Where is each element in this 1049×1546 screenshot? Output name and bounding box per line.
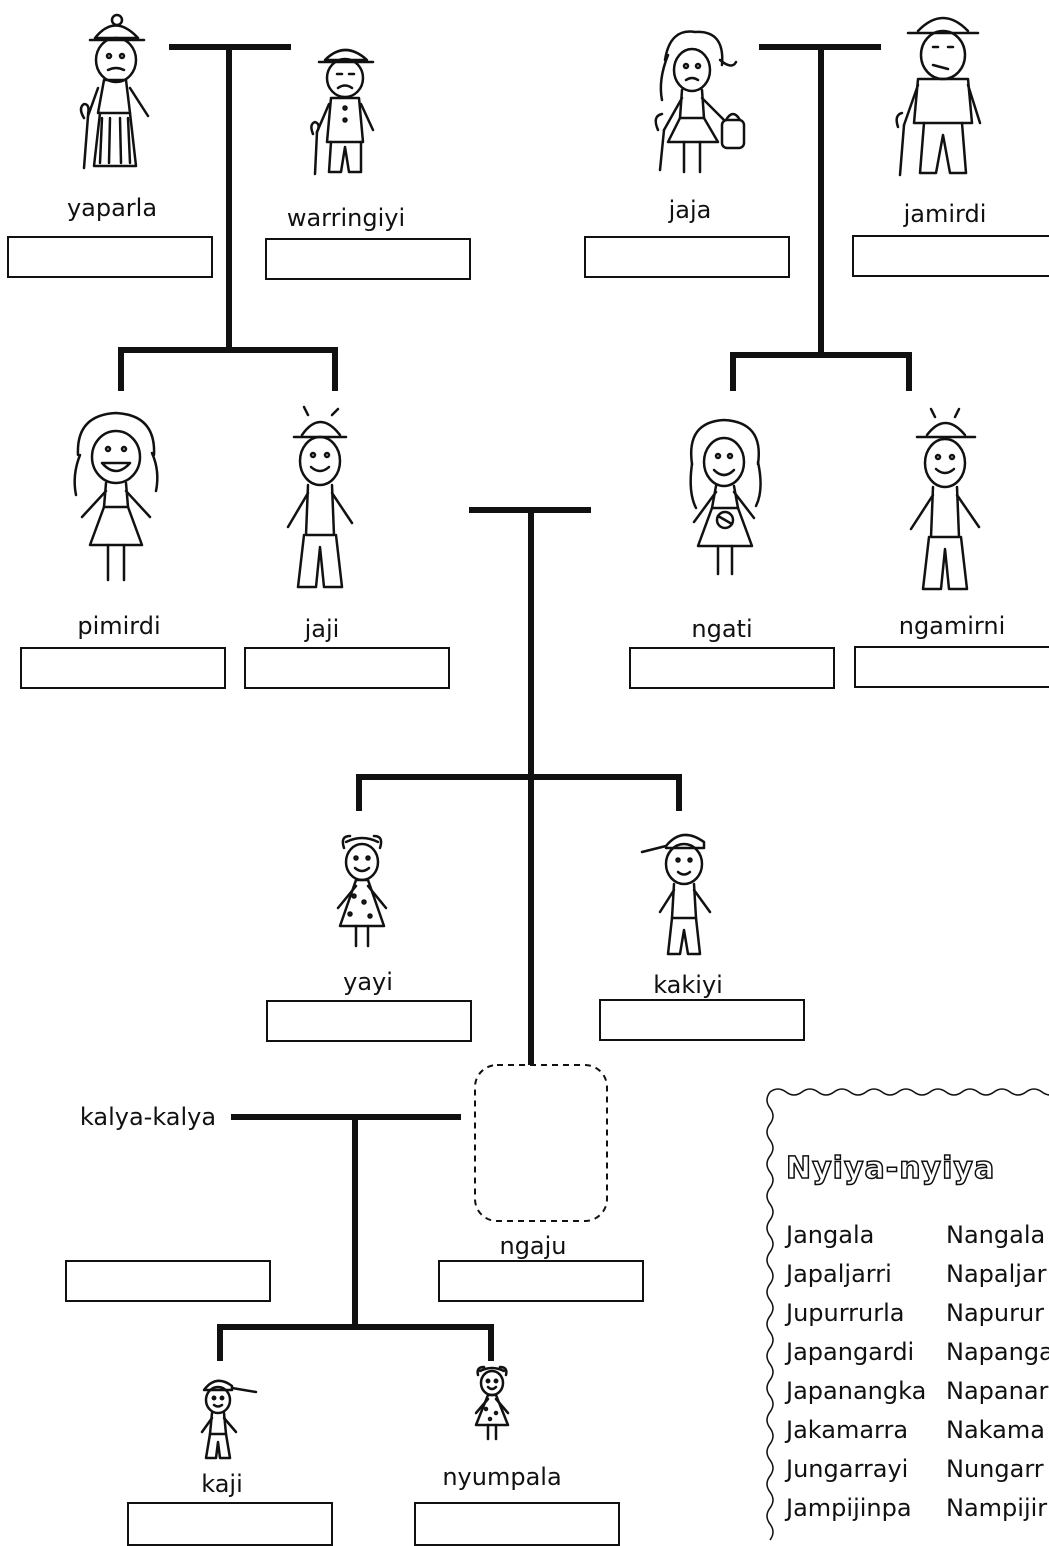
baby-boy-icon [190, 1372, 262, 1460]
label-yayi: yayi [343, 968, 393, 996]
label-nyumpala: nyumpala [442, 1463, 562, 1491]
label-jamirdi: jamirdi [903, 200, 987, 228]
female-item: Napanar [946, 1377, 1049, 1405]
label-ngamirni: ngamirni [898, 612, 1006, 640]
answer-box-kakiyi[interactable] [599, 999, 805, 1041]
label-jaja: jaja [668, 196, 712, 224]
answer-box-kalya-kalya[interactable] [65, 1260, 271, 1302]
female-item: Nakama [946, 1416, 1045, 1444]
self-placeholder [474, 1064, 608, 1222]
female-item: Napanga [946, 1338, 1049, 1366]
baby-girl-icon [470, 1365, 514, 1443]
answer-box-jamirdi[interactable] [852, 235, 1049, 277]
label-jaji: jaji [304, 615, 340, 643]
answer-box-warringiyi[interactable] [265, 238, 471, 280]
male-item: Jampijinpa [786, 1494, 912, 1522]
answer-box-nyumpala[interactable] [414, 1502, 620, 1546]
male-item: Jangala [786, 1221, 875, 1249]
grandfather-icon [305, 32, 385, 177]
male-item: Jakamarra [786, 1416, 909, 1444]
grandfather-icon [888, 5, 998, 180]
answer-box-kaji[interactable] [127, 1502, 333, 1546]
boy-icon [905, 405, 985, 591]
answer-box-jaja[interactable] [584, 236, 790, 278]
answer-box-ngati[interactable] [629, 647, 835, 689]
label-kalya-kalya: kalya-kalya [79, 1103, 217, 1131]
answer-box-ngamirni[interactable] [854, 646, 1049, 688]
label-ngati: ngati [691, 615, 753, 643]
boy-icon [280, 405, 360, 590]
male-item: Jungarrayi [786, 1455, 909, 1483]
girl-icon [680, 412, 770, 577]
label-pimirdi: pimirdi [77, 612, 161, 640]
male-item: Japanangka [786, 1377, 927, 1405]
female-item: Napaljar [946, 1260, 1047, 1288]
baby-boy-icon [638, 822, 722, 957]
label-yaparla: yaparla [66, 194, 158, 222]
male-item: Japaljarri [786, 1260, 892, 1288]
female-item: Nampijir [946, 1494, 1048, 1522]
label-warringiyi: warringiyi [286, 204, 406, 232]
answer-box-yaparla[interactable] [7, 236, 213, 278]
female-item: Napurur [946, 1299, 1045, 1327]
male-item: Jupurrurla [786, 1299, 905, 1327]
answer-box-pimirdi[interactable] [20, 647, 226, 689]
answer-box-ngaju[interactable] [438, 1260, 644, 1302]
female-item: Nangala [946, 1221, 1046, 1249]
girl-icon [68, 405, 163, 585]
label-kakiyi: kakiyi [653, 971, 723, 999]
answer-box-jaji[interactable] [244, 647, 450, 689]
panel-title: Nyiya-nyiya [785, 1150, 996, 1187]
grandmother-icon [640, 20, 760, 180]
label-ngaju: ngaju [499, 1232, 567, 1260]
male-item: Japangardi [786, 1338, 915, 1366]
female-item: Nungarr [946, 1455, 1044, 1483]
baby-girl-icon [330, 832, 394, 950]
answer-box-yayi[interactable] [266, 1000, 472, 1042]
label-kaji: kaji [201, 1470, 243, 1498]
grandmother-icon [70, 8, 160, 173]
